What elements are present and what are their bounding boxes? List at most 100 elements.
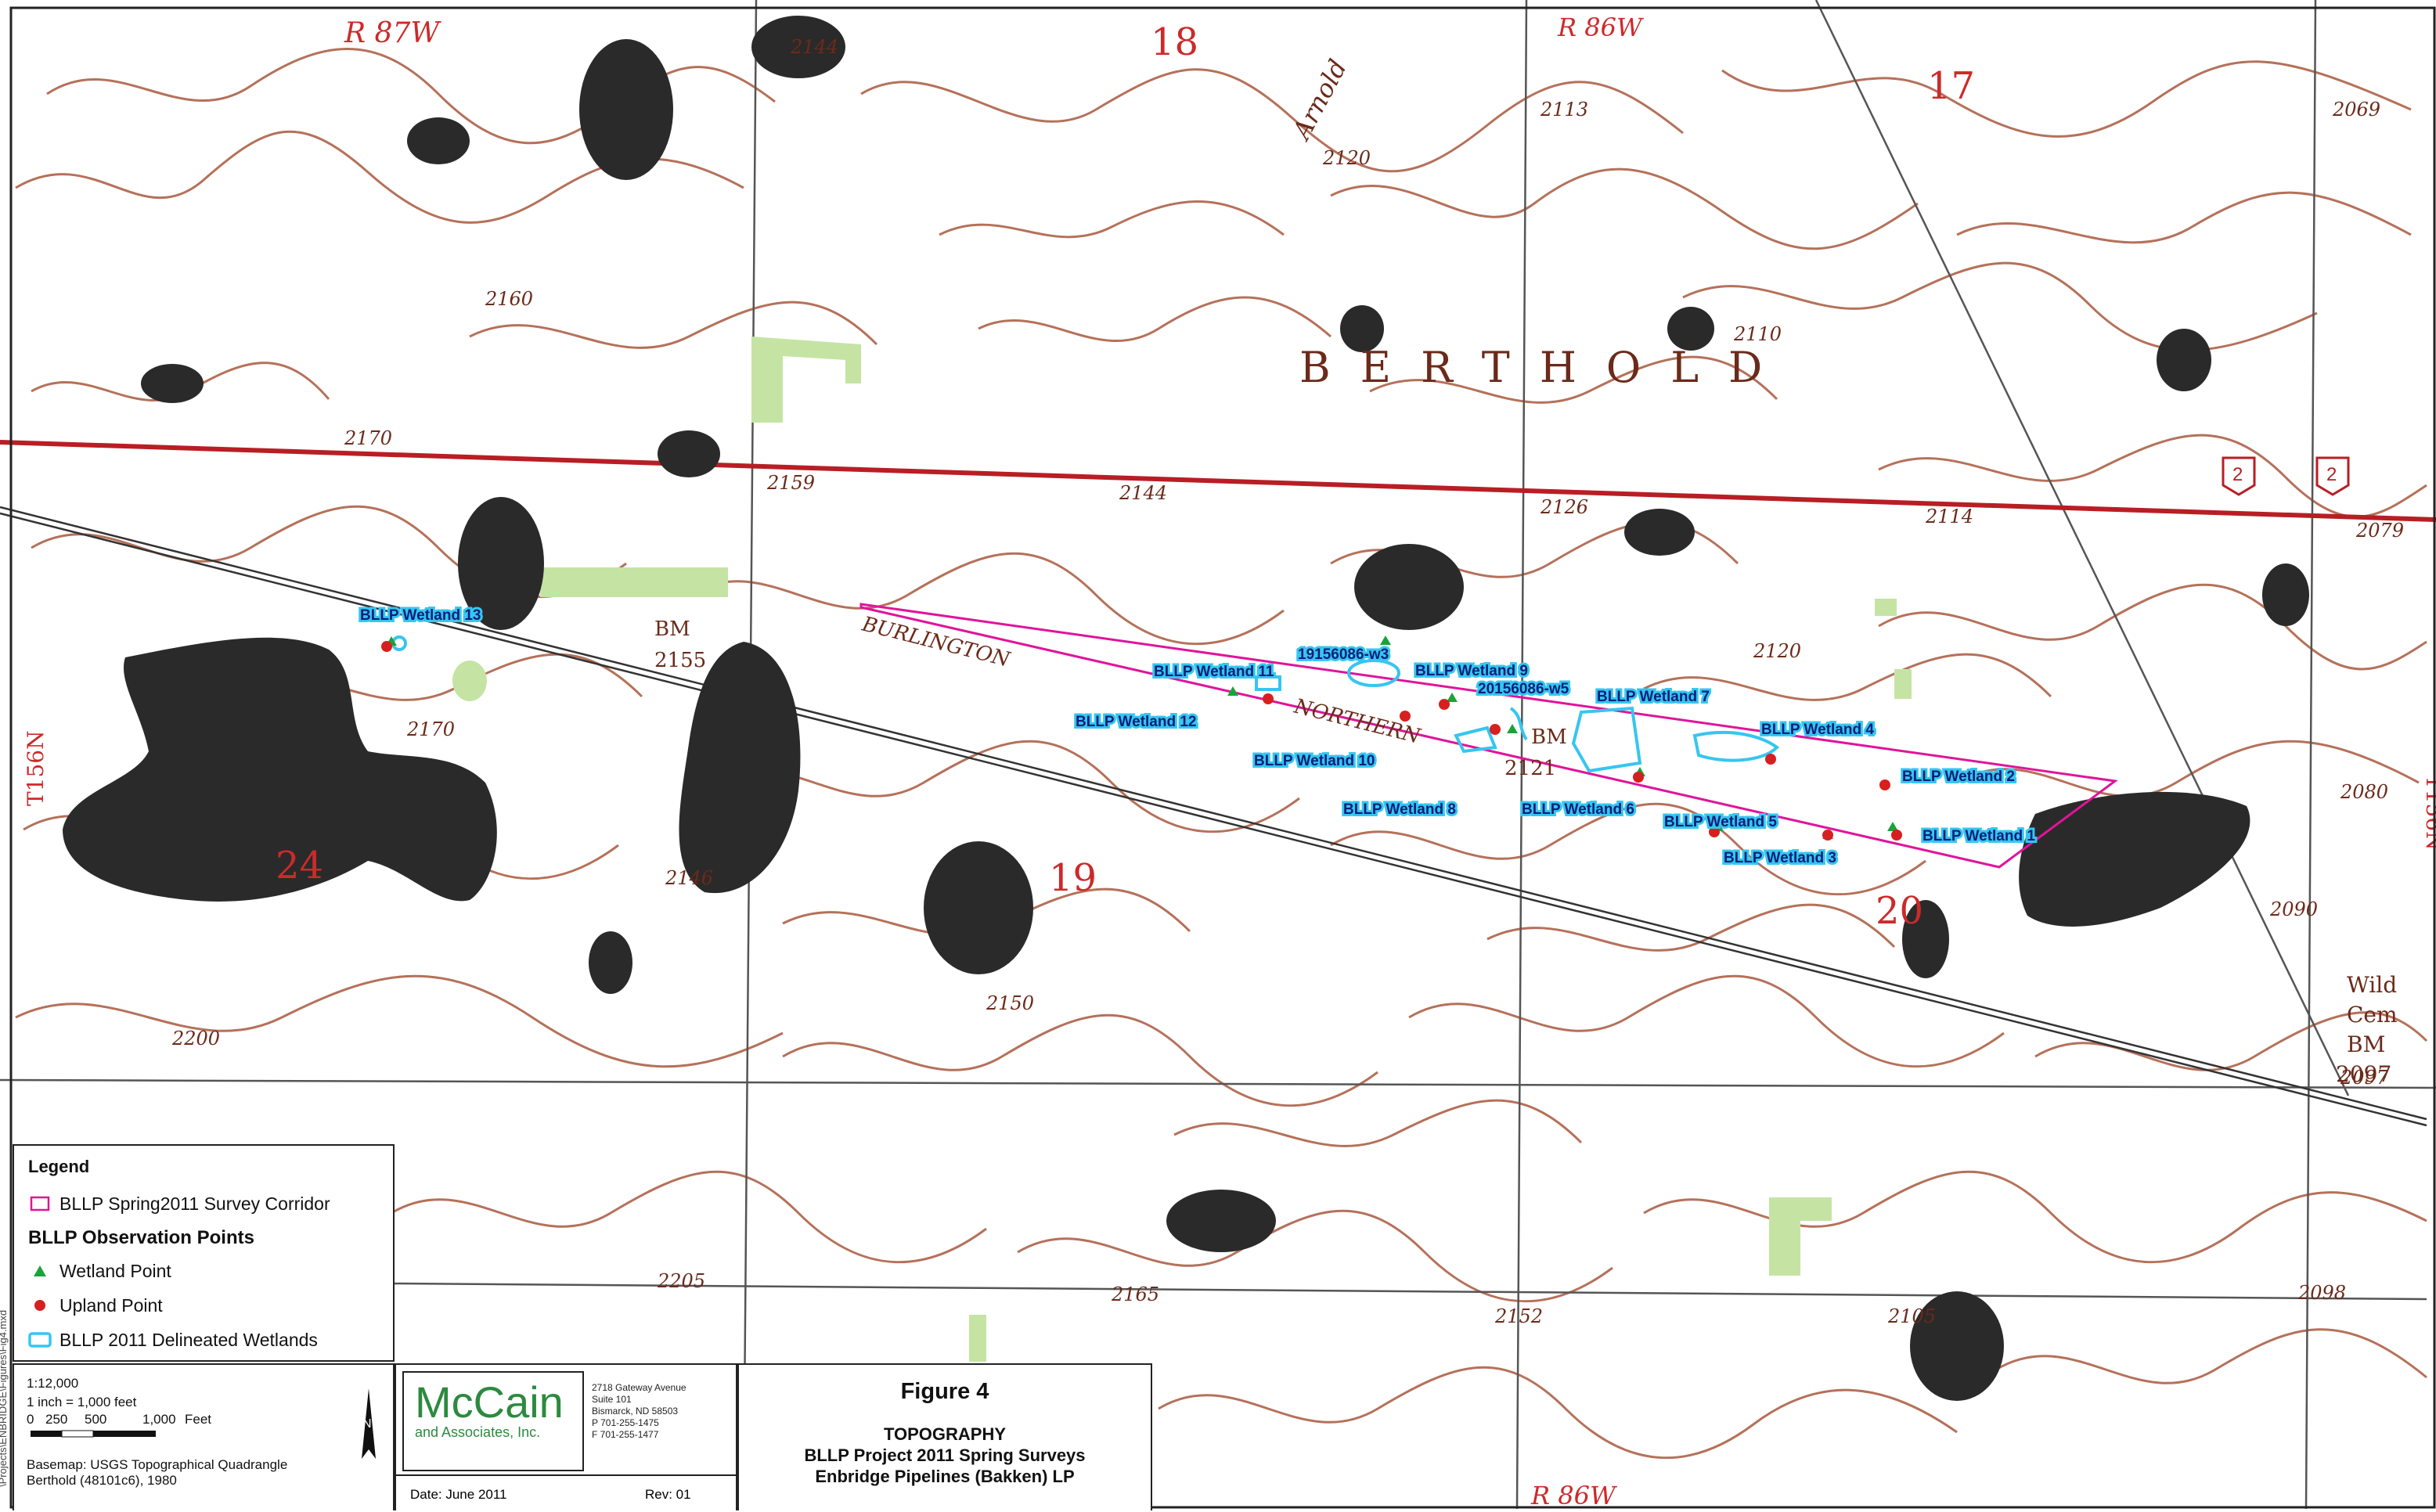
- wetland-label: BLLP Wetland 7: [1597, 689, 1710, 705]
- elevation-labels: 2144 2113 2069 2120 2160 2110 2170 2159 …: [171, 36, 2404, 1327]
- date-label: Date: June 2011: [410, 1487, 507, 1502]
- scale-tick-label: 250: [45, 1412, 68, 1427]
- legend-item-delineated: BLLP 2011 Delineated Wetlands: [28, 1323, 379, 1357]
- legend-item-wetland-point: Wetland Point: [28, 1254, 379, 1288]
- rev-label: Rev: 01: [645, 1487, 691, 1502]
- svg-text:2165: 2165: [1111, 1283, 1159, 1305]
- wetland-label: BLLP Wetland 5: [1664, 814, 1777, 830]
- company-panel: McCain and Associates, Inc. 2718 Gateway…: [395, 1365, 739, 1510]
- wetland-label: BLLP Wetland 11: [1154, 664, 1274, 680]
- wetland-label: BLLP Wetland 9: [1415, 663, 1528, 679]
- scale-bar: [31, 1430, 156, 1438]
- company-address: 2718 Gateway Avenue Suite 101 Bismarck, …: [592, 1382, 686, 1441]
- svg-text:BM: BM: [2347, 1031, 2385, 1057]
- svg-text:2113: 2113: [1540, 99, 1588, 121]
- section-number-20: 20: [1876, 889, 1923, 933]
- company-subtitle: and Associates, Inc.: [415, 1424, 541, 1440]
- range-label-87w: R 87W: [344, 17, 441, 49]
- svg-text:2098: 2098: [2297, 1282, 2346, 1304]
- basemap-line: Berthold (48101c6), 1980: [27, 1473, 177, 1488]
- section-number-24: 24: [276, 844, 323, 887]
- scale-panel: 1:12,000 1 inch = 1,000 feet 0 250 500 1…: [13, 1365, 395, 1510]
- svg-text:2126: 2126: [1540, 496, 1588, 518]
- scale-unit: Feet: [185, 1412, 212, 1427]
- map-frame: [9, 6, 2436, 1509]
- figure-number: Figure 4: [900, 1379, 989, 1404]
- legend-label: Upland Point: [59, 1294, 163, 1316]
- title-block: 1:12,000 1 inch = 1,000 feet 0 250 500 1…: [13, 1363, 1152, 1510]
- svg-text:2160: 2160: [485, 288, 533, 310]
- wetland-label: BLLP Wetland 1: [1922, 828, 2035, 844]
- address-line: Suite 101: [592, 1394, 632, 1405]
- logo-box: McCain and Associates, Inc.: [402, 1371, 584, 1471]
- svg-text:2144: 2144: [790, 36, 838, 58]
- basemap-line: Basemap: USGS Topographical Quadrangle: [27, 1457, 288, 1472]
- svg-text:2105: 2105: [1887, 1305, 1936, 1327]
- svg-text:2110: 2110: [1733, 323, 1782, 345]
- wetland-points: [386, 635, 1898, 839]
- wetland-label: BLLP Wetland 2: [1902, 769, 2015, 785]
- wetland-label: BLLP Wetland 3: [1724, 850, 1836, 866]
- svg-text:2097: 2097: [2336, 1061, 2391, 1087]
- address-line: Bismarck, ND 58503: [592, 1406, 679, 1417]
- scale-tick-label: 500: [85, 1412, 107, 1427]
- route-shield-label: 2: [2326, 464, 2337, 485]
- svg-text:2200: 2200: [171, 1028, 220, 1049]
- legend-item-upland-point: Upland Point: [28, 1288, 379, 1323]
- wetland-label: BLLP Wetland 12: [1076, 714, 1197, 730]
- svg-text:2159: 2159: [766, 472, 815, 494]
- svg-text:2170: 2170: [406, 718, 455, 740]
- scale-inch: 1 inch = 1,000 feet: [27, 1395, 137, 1409]
- legend-label: Wetland Point: [59, 1260, 171, 1281]
- figure-title: BLLP Project 2011 Spring Surveys: [804, 1445, 1086, 1465]
- legend-subtitle: BLLP Observation Points: [28, 1227, 254, 1248]
- benchmark-label: BM: [654, 617, 690, 641]
- wetland-label: 19156086-w3: [1298, 646, 1389, 663]
- benchmark-elevation: 2155: [654, 649, 706, 672]
- section-number-17: 17: [1927, 64, 1975, 108]
- svg-text:Wild: Wild: [2347, 972, 2397, 998]
- legend-label: BLLP Spring2011 Survey Corridor: [59, 1193, 330, 1214]
- scale-tick-label: 1,000: [142, 1412, 176, 1427]
- figure-title: Enbridge Pipelines (Bakken) LP: [815, 1467, 1075, 1486]
- highway-line: [0, 440, 2436, 522]
- wetland-label: BLLP Wetland 8: [1343, 801, 1456, 818]
- wetland-label: BLLP Wetland 13: [360, 607, 481, 624]
- svg-text:2150: 2150: [986, 992, 1034, 1014]
- svg-text:2080: 2080: [2340, 781, 2388, 803]
- township-label-left: T156N: [23, 730, 49, 806]
- wetland-label: BLLP Wetland 6: [1522, 801, 1634, 818]
- legend-title: Legend: [28, 1157, 90, 1176]
- circle-icon: [28, 1298, 52, 1312]
- route-shield-label: 2: [2232, 464, 2243, 485]
- address-line: P 701-255-1475: [592, 1417, 659, 1428]
- contour-lines: [15, 48, 2428, 1460]
- route-shields: 2 2: [2222, 456, 2350, 496]
- svg-text:2120: 2120: [1322, 147, 1371, 169]
- section-number-19: 19: [1049, 856, 1097, 900]
- legend-label: BLLP 2011 Delineated Wetlands: [59, 1329, 318, 1350]
- upland-points: [381, 641, 1902, 841]
- svg-text:2170: 2170: [344, 427, 392, 449]
- scale-tick-label: 0: [27, 1412, 34, 1427]
- svg-text:2120: 2120: [1753, 640, 1801, 662]
- legend-item-corridor: BLLP Spring2011 Survey Corridor: [28, 1186, 379, 1221]
- north-arrow-icon: N: [362, 1388, 376, 1459]
- svg-text:2146: 2146: [665, 867, 713, 889]
- svg-text:2114: 2114: [1925, 506, 1973, 527]
- section-number-18: 18: [1151, 20, 1198, 64]
- railroad: [0, 506, 2427, 1127]
- delineated-swatch-icon: [28, 1332, 52, 1348]
- svg-text:2069: 2069: [2332, 99, 2380, 121]
- legend: Legend BLLP Spring2011 Survey Corridor B…: [13, 1144, 395, 1362]
- svg-text:2090: 2090: [2269, 898, 2318, 920]
- survey-corridor: [859, 603, 2118, 869]
- marsh-areas: [63, 16, 2309, 1401]
- file-path: \Projects\ENBRIDGE\Figures\Fig4.mxd: [0, 1310, 9, 1487]
- scale-ratio: 1:12,000: [27, 1376, 79, 1391]
- township-label-right: T156N: [2421, 775, 2436, 851]
- svg-text:2144: 2144: [1119, 482, 1167, 504]
- benchmark-elevation: 2121: [1504, 757, 1556, 780]
